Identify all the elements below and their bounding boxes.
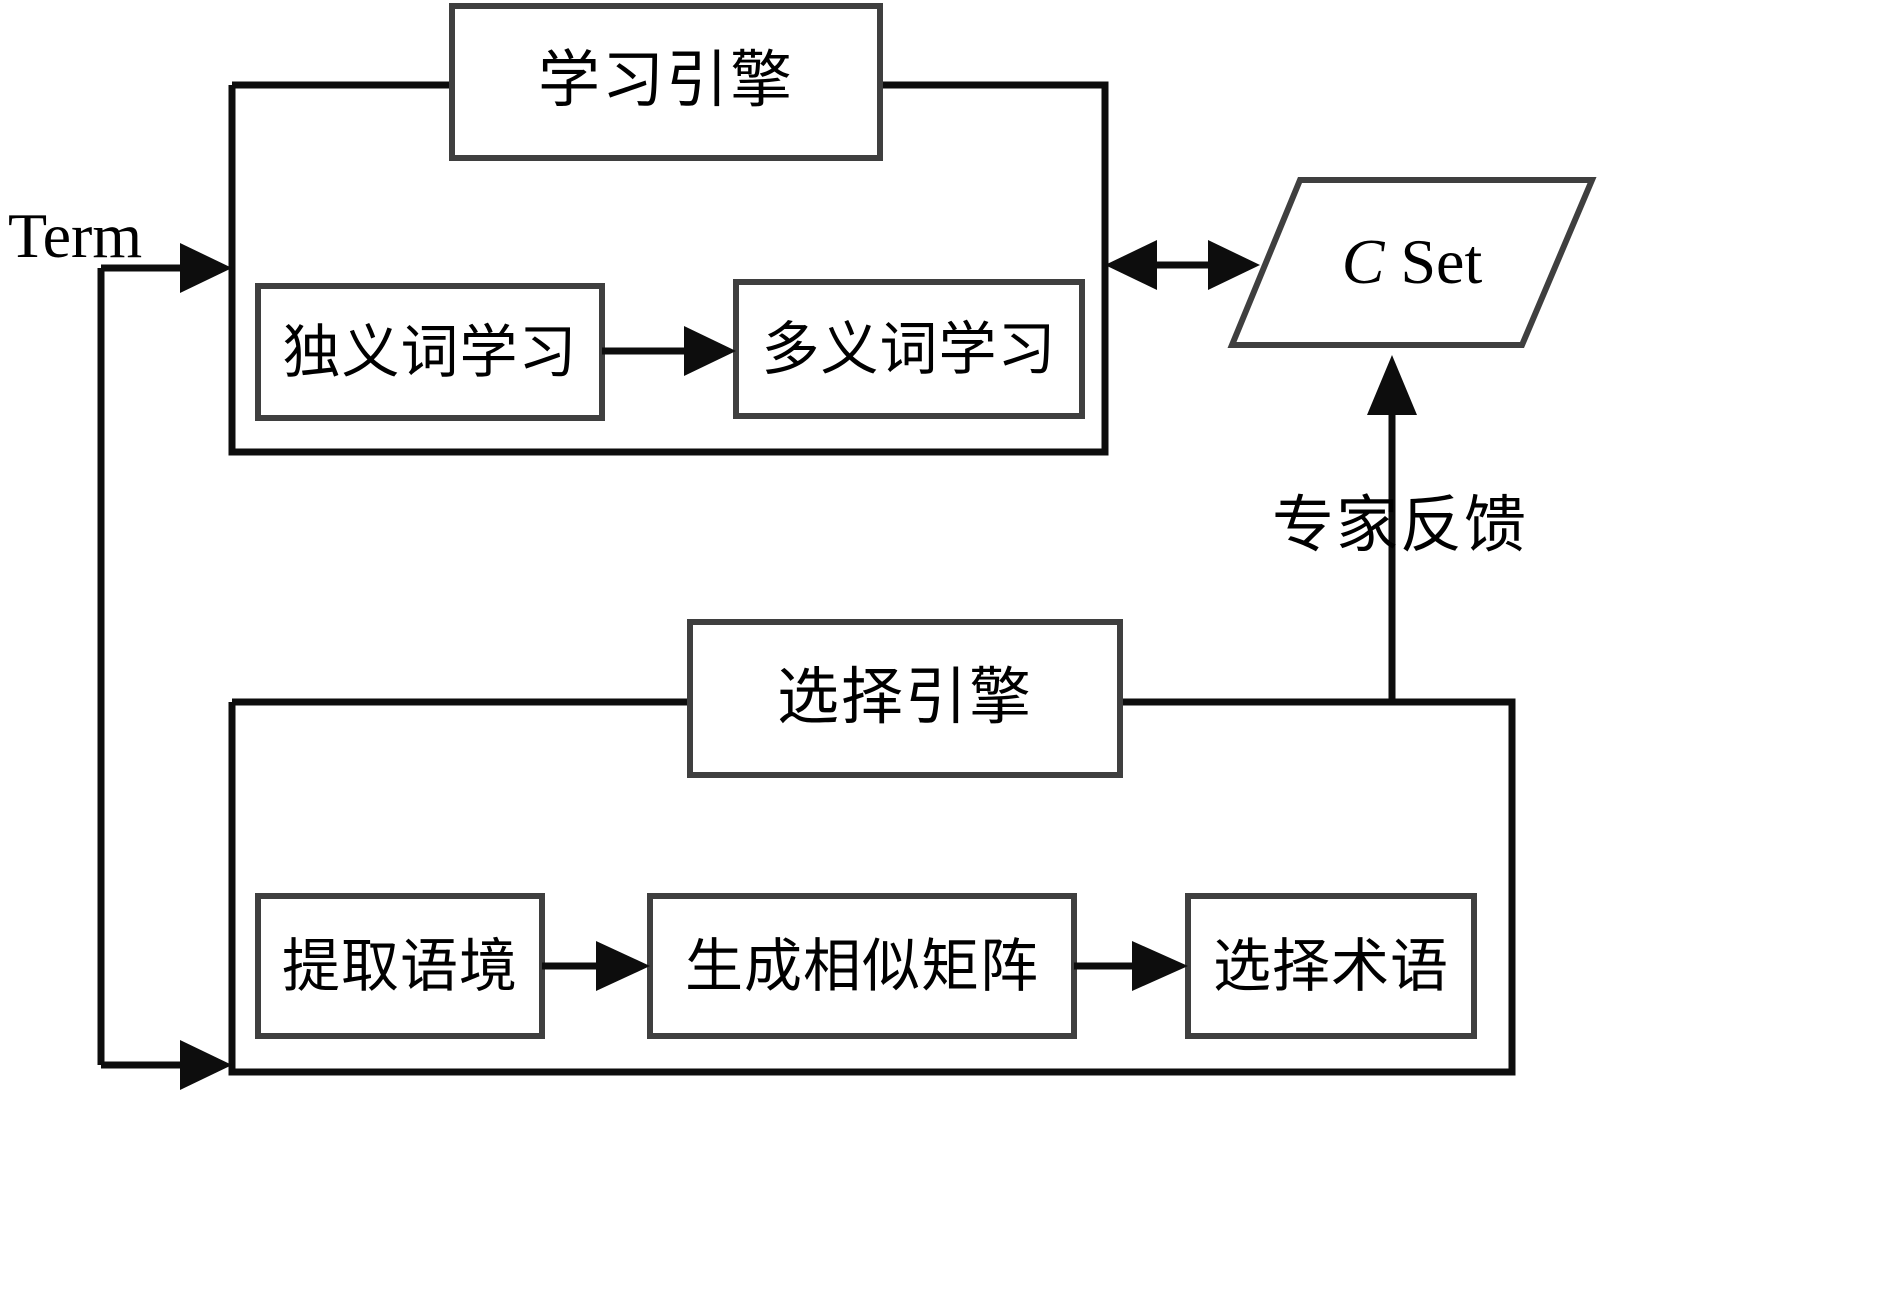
- monosemous-learning-box: [255, 283, 605, 421]
- matrix-to-select-arrowhead: [1132, 941, 1188, 991]
- selection-engine-frame: [228, 698, 1516, 1076]
- select-term-box: [1185, 893, 1477, 1039]
- selection-engine-label: 选择引擎: [776, 660, 1034, 733]
- expert-feedback-label: 专家反馈: [1271, 488, 1529, 561]
- extract-context-label: 提取语境: [281, 932, 519, 1000]
- polysemous-learning-box: [733, 279, 1085, 419]
- extract-to-matrix-arrowhead: [596, 941, 650, 991]
- learning-engine-frame: [228, 81, 1109, 456]
- cset-to-learning-arrowhead: [1105, 240, 1157, 290]
- term-input-label: Term: [8, 200, 143, 271]
- selection-to-cset-arrowhead: [1367, 355, 1417, 415]
- selection-engine-header-box: [687, 619, 1123, 778]
- polysemous-learning-label: 多义词学习: [761, 315, 1057, 383]
- learning-engine-header-box: [449, 3, 883, 161]
- term-to-learning-arrowhead: [180, 243, 232, 293]
- learning-to-cset-arrowhead: [1208, 240, 1260, 290]
- learning-engine-label: 学习引擎: [537, 43, 795, 116]
- select-term-label: 选择术语: [1212, 932, 1450, 1000]
- monosemous-to-polysemous-arrowhead: [684, 326, 736, 376]
- monosemous-learning-label: 独义词学习: [282, 318, 578, 386]
- c-set-parallelogram: [1227, 177, 1597, 348]
- generate-similarity-matrix-label: 生成相似矩阵: [684, 932, 1040, 1000]
- c-set-label: C Set: [1341, 226, 1483, 297]
- term-to-selection-arrowhead: [180, 1040, 232, 1090]
